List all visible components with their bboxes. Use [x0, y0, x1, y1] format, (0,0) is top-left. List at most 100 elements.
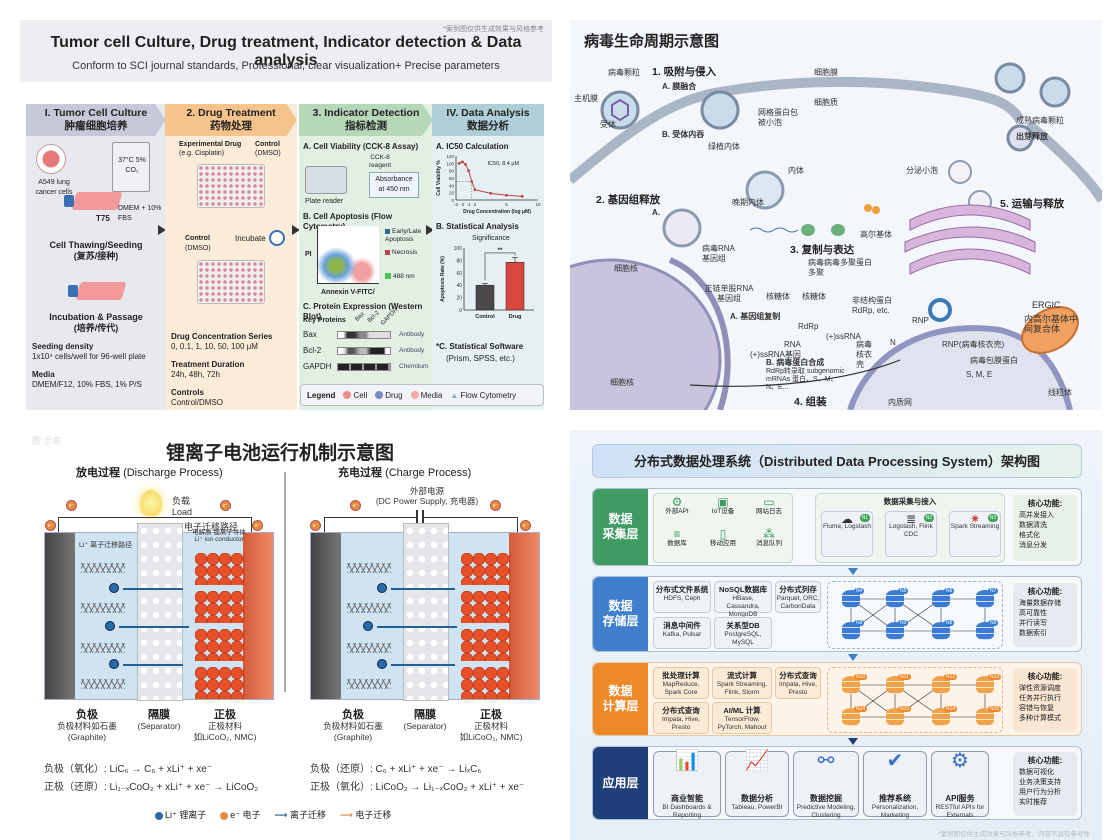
- charge-title: 充电过程 (Charge Process): [338, 467, 472, 479]
- y-tick-label: 20: [449, 191, 455, 196]
- drug-icon: [375, 391, 384, 400]
- node-badge: N14: [854, 706, 868, 712]
- step-1a: A. 膜融合: [662, 82, 697, 91]
- application-layer-label: 应用层: [593, 747, 648, 819]
- database-node-icon: [886, 622, 904, 640]
- endosome-icon: [745, 170, 785, 210]
- golgi-icon: [904, 204, 1036, 275]
- bullet-concentration: Drug Concentration Series 0, 0.1, 1, 10,…: [171, 332, 273, 351]
- electron-icon: e⁻: [45, 520, 56, 531]
- node-badge: N8: [944, 620, 955, 626]
- ic50-point: [473, 188, 477, 192]
- label-mito: 线粒体: [1048, 388, 1072, 397]
- y-tick-label: 0: [451, 198, 454, 203]
- step-2: 2. 基因组释放: [596, 194, 661, 206]
- label-synthesis: B. 病毒蛋白合成: [766, 358, 825, 367]
- node-badge: N11: [898, 674, 911, 680]
- database-node-icon: [842, 622, 860, 640]
- source-database: ≡数据库: [657, 527, 697, 549]
- flask-cap-icon-2: [68, 285, 78, 297]
- legend-electron-migration: ⟶ 电子迁移: [339, 810, 392, 820]
- label-sub-a: A.: [652, 208, 660, 217]
- y-tick-label: 80: [456, 258, 462, 264]
- cell-icon: [343, 391, 352, 400]
- label-rnp-full: RNP(病毒核衣壳): [942, 340, 1005, 349]
- cathode-material-d: 正极正极材料如LiCoO₂, NMC): [193, 709, 257, 743]
- x-axis-label: Drug Concentration (log μM): [463, 209, 531, 215]
- discharge-wire: [58, 517, 252, 541]
- electron-icon: e⁻: [520, 520, 531, 531]
- cathode-particles: [195, 553, 245, 585]
- label-nucleocapsid: 病毒核衣壳: [856, 340, 872, 369]
- ic50-point: [505, 193, 508, 197]
- flask-label: T75: [96, 214, 110, 223]
- cell-membrane-shape-right: [1024, 120, 1102, 203]
- media-label: DMEM + 10% FBS: [118, 205, 162, 222]
- ingestion-layer-label: 数据 采集层: [593, 489, 648, 565]
- mitochondria-icon: [1021, 306, 1079, 354]
- database-icon: ≡: [673, 527, 681, 541]
- y-tick-label: 0: [459, 308, 462, 314]
- tumor-title: Tumor cell Culture, Drug treatment, Indi…: [50, 34, 522, 69]
- label-replication: A. 基因组复制: [730, 312, 781, 321]
- network-icon: ⚯: [817, 750, 835, 772]
- software-text: (Prism, SPSS, etc.): [446, 354, 515, 363]
- label-rna: RNA: [784, 340, 801, 349]
- ion-arrow: [119, 626, 189, 628]
- virus-lifecycle-diagram: 病毒生命周期示意图 病毒颗粒 主机膜 受体 1. 吸附与侵入 A. 膜融合 B.…: [570, 20, 1102, 410]
- graphite-layer: [347, 563, 391, 573]
- disclaimer-note: *案例图仅供生成效果与风格参考，内容不具有参考性: [937, 831, 1090, 838]
- bar-drug: [505, 262, 525, 311]
- well-plate-1: [197, 164, 265, 208]
- compute-core-functions: 核心功能: 弹性资源调度 任务并行执行 容错与恢复 多种计算模式: [1013, 668, 1077, 732]
- compute-layer-label: 数据 计算层: [593, 663, 648, 735]
- y-tick-label: 80: [449, 169, 455, 174]
- tumor-subtitle: Conform to SCI journal standards, Profes…: [72, 60, 500, 72]
- battery-title: 锂离子电池运行机制示意图: [165, 443, 394, 464]
- label-envelope: 病毒包膜蛋白: [970, 356, 1018, 365]
- charge-cell: [310, 523, 540, 701]
- detection-column: 3. Indicator Detection 指标检测 A. Cell Viab…: [299, 104, 433, 410]
- label-ribosome-2: 核糖体: [802, 292, 826, 301]
- key-proteins-label: Key Proteins: [303, 317, 346, 324]
- flow-arrow-1: [158, 225, 166, 235]
- nuclear-envelope: [668, 257, 731, 410]
- electron-icon: e⁻: [350, 500, 361, 511]
- ion-arrow: [391, 664, 455, 666]
- graphite-layer: [81, 679, 125, 689]
- legend-media: Media: [410, 391, 442, 400]
- label-ribosome-1: 核糖体: [766, 292, 790, 301]
- bar-control: [475, 284, 495, 311]
- label-nucleus-top: 细胞核: [614, 264, 638, 273]
- charge-eq-cathode: 正极（氧化）: LiCoO₂ → Li₁₋ₓCoO₂ + xLi⁺ + xe⁻: [310, 782, 525, 793]
- well-plate-2: [197, 260, 265, 304]
- incubator-icon: [112, 142, 150, 192]
- cathode-particles: [461, 667, 511, 699]
- ribosome-icon-1: [801, 224, 815, 236]
- database-node-icon: [842, 708, 860, 726]
- secretory-vesicle-icon: [948, 160, 972, 184]
- virus-title: 病毒生命周期示意图: [584, 33, 720, 50]
- flask-cap-icon: [64, 195, 74, 207]
- ingestion-core-functions: 核心功能: 高并发接入 数据清洗 格式化 消息分发: [1013, 495, 1077, 561]
- label-ssrna-gene: (+)ssRNA基因: [750, 350, 801, 359]
- supply-label: 外部电源(DC Power Supply, 充电器): [375, 486, 479, 506]
- label-clathrin: 网格蛋白包被小泡: [758, 108, 798, 127]
- rnp-icon: [928, 298, 952, 322]
- node-badge: N12: [944, 674, 958, 680]
- li-path-label: Li⁺ 离子迁移路径: [79, 542, 133, 549]
- down-arrow-3: [848, 738, 858, 745]
- x-tick-label: -3: [454, 202, 458, 207]
- legend-cell: Cell: [343, 391, 367, 400]
- cathode-particles: [195, 629, 245, 661]
- electron-icon: e⁻: [310, 520, 321, 531]
- flow-legend-apoptosis: Early/Late Apoptosis: [385, 228, 422, 243]
- virus-entering-icon: [700, 90, 740, 130]
